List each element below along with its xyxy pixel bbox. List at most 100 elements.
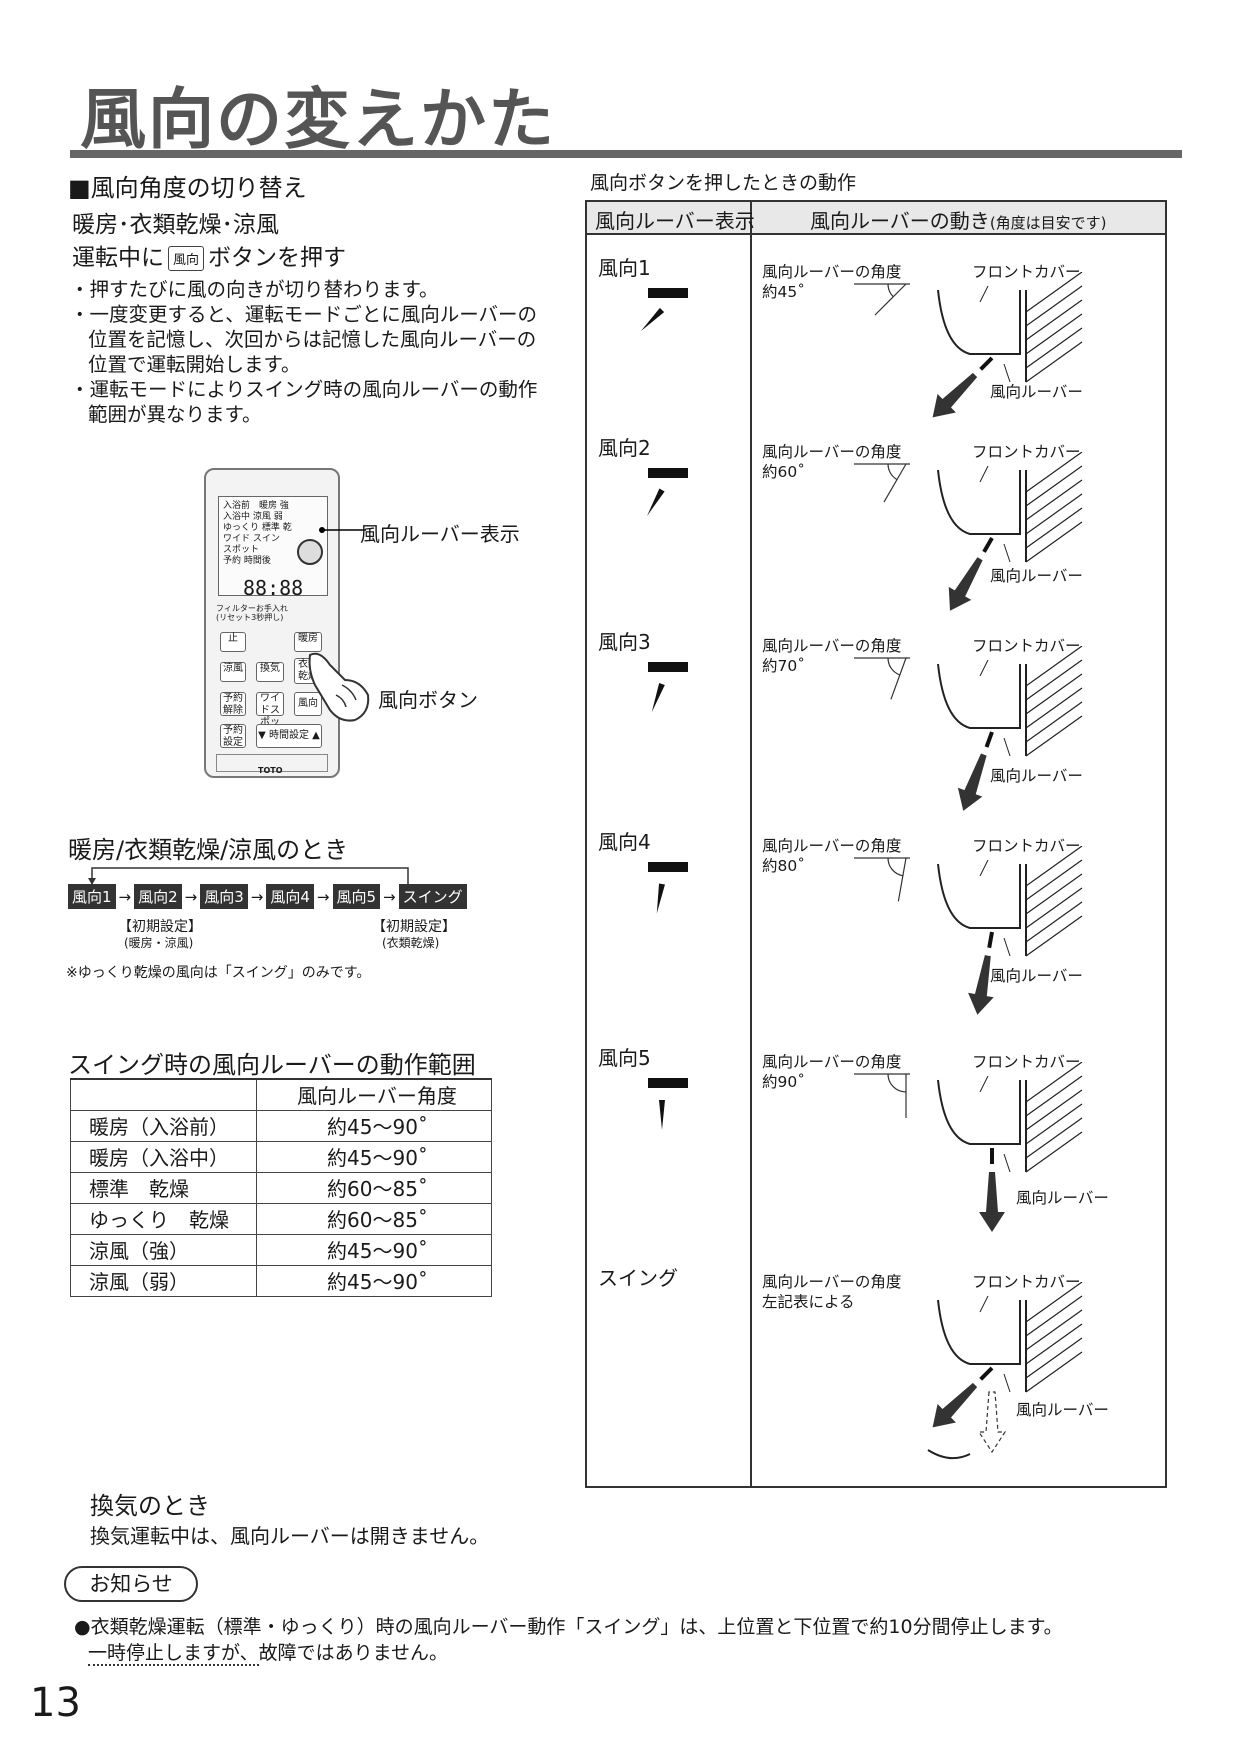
- page-number: 13: [30, 1680, 81, 1726]
- note-left-1: 【初期設定】: [118, 919, 202, 935]
- panel-divider: [750, 200, 752, 1488]
- indicator-bar: [648, 862, 688, 872]
- cool-button[interactable]: 涼風: [220, 662, 246, 682]
- angle-label: 風向ルーバーの角度: [762, 263, 902, 281]
- section-heading: ■風向角度の切り替え: [68, 174, 307, 202]
- louver-pointer: [1003, 1153, 1011, 1173]
- bullet-item: ・運転モードによりスイング時の風向ルーバーの動作範囲が異なります。: [70, 378, 538, 426]
- louver-diagram: [854, 646, 1083, 811]
- front-cover-outline: [937, 1299, 1021, 1365]
- sequence-return-line: [88, 867, 409, 885]
- front-cover-outline: [937, 1079, 1021, 1145]
- wide-spot-button[interactable]: ワイドスポット: [256, 692, 284, 740]
- angle-label: 風向ルーバーの角度: [762, 637, 902, 655]
- note-right-2: (衣類乾燥): [382, 936, 440, 950]
- vent-text: 換気運転中は、風向ルーバーは開きません。: [90, 1524, 490, 1548]
- front-cover-label: フロントカバー: [972, 637, 1081, 655]
- sequence-footnote: ※ゆっくり乾燥の風向は「スイング」のみです。: [66, 965, 371, 981]
- louver-pointer: [1003, 737, 1011, 757]
- louver-pointer: [1003, 1373, 1011, 1393]
- panel-col2-header: 風向ルーバーの動き(角度は目安です): [810, 205, 1107, 234]
- louver-label: 風向ルーバー: [990, 567, 1083, 585]
- louver-label: 風向ルーバー: [1016, 1401, 1109, 1419]
- vent-heading: 換気のとき: [90, 1492, 210, 1520]
- airflow-arrow: [932, 1382, 978, 1428]
- angle-sketch: [854, 283, 910, 316]
- front-cover-pointer: [979, 285, 989, 303]
- table-row: ゆっくり 乾燥約60～85˚: [69, 1202, 492, 1235]
- louver-blade: [979, 1366, 994, 1381]
- notice-rest: 故障ではありません。: [258, 1642, 449, 1664]
- louver-label: 風向ルーバー: [990, 767, 1083, 785]
- screen-digits: 88:88: [243, 576, 304, 600]
- bullet-item: ・一度変更すると、運転モードごとに風向ルーバーの位置を記憶し、次回からは記憶した…: [70, 303, 538, 376]
- wall-hatch: [1025, 272, 1083, 383]
- table-row: 涼風（強）約45～90˚: [69, 1233, 492, 1266]
- table-cell: 暖房（入浴前）: [69, 1109, 258, 1142]
- louver-display-icon: [297, 539, 323, 565]
- indicator-bar: [648, 1078, 688, 1088]
- callout-line: [319, 527, 366, 533]
- indicator-bar: [648, 468, 688, 478]
- panel-header-bg: [585, 200, 1167, 235]
- angle-value: 約80˚: [762, 857, 805, 875]
- table-row: 涼風（弱）約45～90˚: [69, 1264, 492, 1297]
- front-cover-outline: [937, 289, 1021, 355]
- stop-button[interactable]: 止: [220, 632, 246, 652]
- callout-louver-display: 風向ルーバー表示: [360, 522, 520, 546]
- sequence-step: 風向5: [332, 884, 381, 909]
- wall-hatch: [1025, 1282, 1083, 1393]
- cancel-button[interactable]: 予約解除: [220, 692, 246, 716]
- front-cover-outline: [937, 863, 1021, 929]
- angle-label: 風向ルーバーの角度: [762, 837, 902, 855]
- remote-brand: TOTO: [258, 766, 283, 775]
- bullet-list: ・押すたびに風の向きが切り替わります。 ・一度変更すると、運転モードごとに風向ル…: [70, 277, 550, 427]
- instruction-after: ボタンを押す: [208, 245, 347, 271]
- indicator-bar: [648, 288, 688, 298]
- screen-line: 予約 時間後: [223, 556, 271, 566]
- angle-sketch: [854, 463, 910, 503]
- notice-line-2: 一時停止しますが、故障ではありません。: [88, 1638, 449, 1666]
- front-cover-pointer: [979, 659, 989, 677]
- heat-button[interactable]: 暖房: [294, 632, 322, 652]
- louver-row-label: 風向1: [598, 256, 651, 280]
- indicator-bar: [648, 662, 688, 672]
- set-button[interactable]: 予約設定: [220, 724, 246, 748]
- louver-pointer: [1003, 937, 1011, 957]
- louver-row-label: 風向2: [598, 436, 651, 460]
- screen-line: スポット: [223, 545, 260, 555]
- dir-button[interactable]: 風向: [294, 692, 322, 716]
- angle-sketch: [854, 657, 910, 700]
- louver-row-label: 風向3: [598, 630, 651, 654]
- modes-label: 暖房･衣類乾燥･涼風: [72, 212, 279, 238]
- front-cover-outline: [937, 469, 1021, 535]
- angle-sketch: [854, 857, 910, 902]
- louver-pointer: [1003, 363, 1011, 383]
- table-cell: 約45～90˚: [256, 1140, 492, 1173]
- table-header-cell: 風向ルーバー角度: [256, 1078, 492, 1111]
- indicator-blade: [640, 307, 665, 332]
- screen-line: ゆっくり 標準 乾: [223, 523, 292, 533]
- table-cell: 約45～90˚: [256, 1233, 492, 1266]
- time-button[interactable]: ▼ 時間設定 ▲: [256, 724, 322, 748]
- callout-dir-button: 風向ボタン: [378, 688, 478, 712]
- louver-row-label: スイング: [598, 1266, 678, 1290]
- panel-frame: [585, 200, 1167, 1488]
- louver-diagram: [854, 1062, 1083, 1232]
- sequence-step: 風向3: [200, 884, 248, 909]
- louver-diagram: [854, 272, 1083, 418]
- louver-blade: [987, 931, 994, 949]
- table-cell: 涼風（弱）: [69, 1264, 258, 1297]
- airflow-arrow: [932, 372, 978, 418]
- louver-blade: [982, 537, 994, 553]
- airflow-arrow: [968, 955, 994, 1015]
- front-cover-label: フロントカバー: [972, 1273, 1081, 1291]
- table-cell: 標準 乾燥: [69, 1171, 258, 1204]
- sequence-heading: 暖房/衣類乾燥/涼風のとき: [68, 836, 349, 864]
- panel-col1-header: 風向ルーバー表示: [595, 209, 755, 233]
- notice-underlined: 一時停止しますが、: [88, 1642, 259, 1666]
- louver-blade: [979, 356, 994, 371]
- front-cover-label: フロントカバー: [972, 1053, 1081, 1071]
- vent-button[interactable]: 換気: [256, 662, 284, 682]
- angle-value: 約60˚: [762, 463, 805, 481]
